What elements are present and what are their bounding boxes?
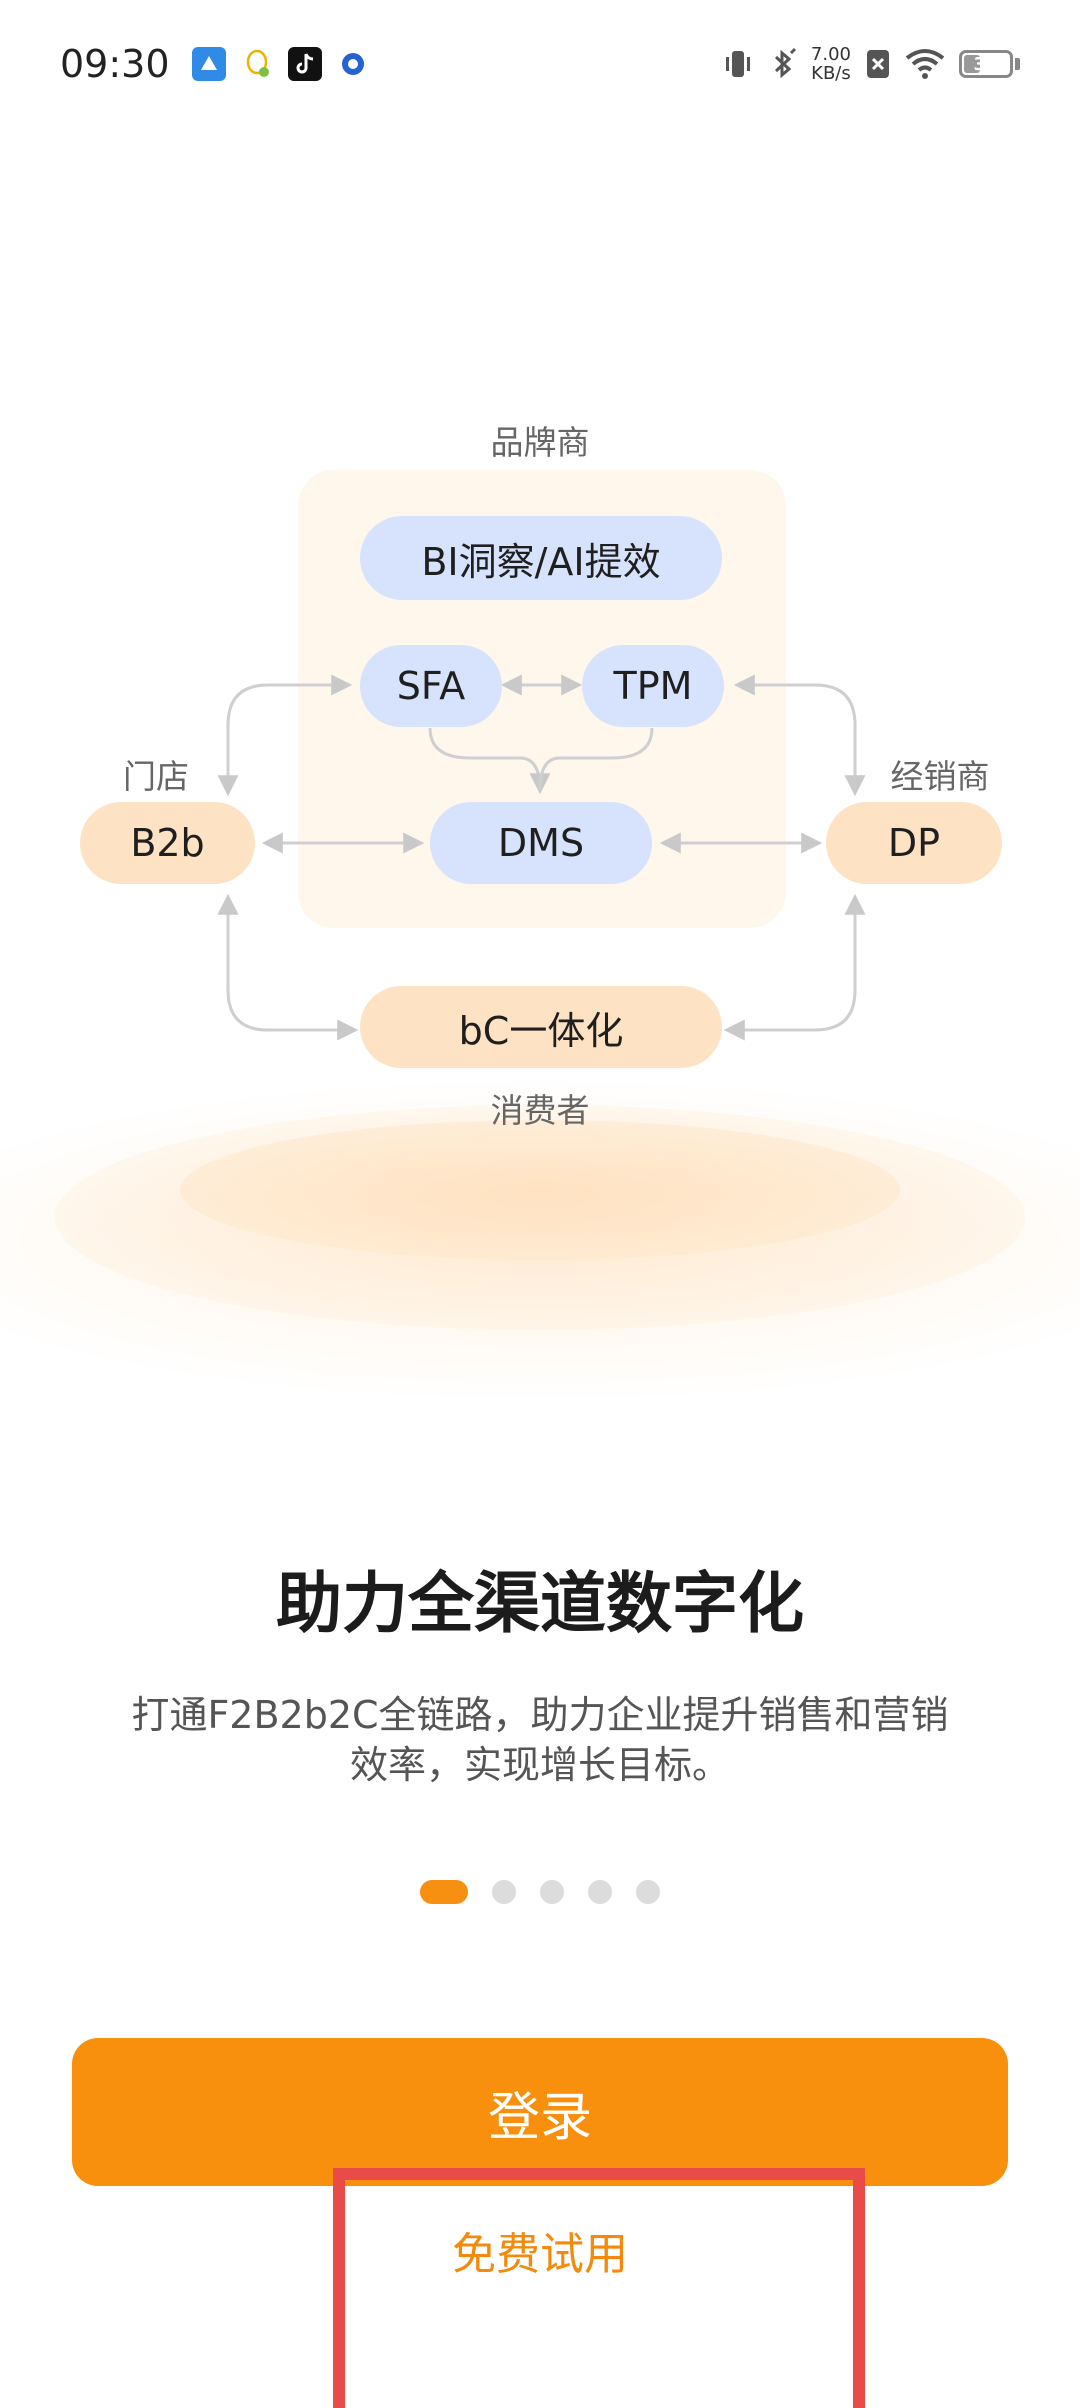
connector-sfa-dms bbox=[428, 727, 551, 795]
battery-icon: 34 bbox=[959, 50, 1013, 78]
app-icon-blue bbox=[191, 47, 226, 81]
bluetooth-icon bbox=[769, 47, 797, 81]
wifi-icon bbox=[905, 48, 945, 80]
network-speed-unit: KB/s bbox=[811, 63, 851, 84]
network-speed-value: 7.00 bbox=[810, 44, 851, 65]
status-right: 7.00 KB/s 34 bbox=[721, 45, 1020, 83]
connector-dp-bc bbox=[723, 893, 866, 1041]
node-dp: DP bbox=[826, 802, 1002, 884]
qq-icon bbox=[240, 47, 274, 81]
description-line-1: 打通F2B2b2C全链路，助力企业提升销售和营销 bbox=[131, 1693, 949, 1737]
battery-level: 34 bbox=[973, 53, 999, 75]
node-dms: DMS bbox=[430, 802, 652, 884]
status-time: 09:30 bbox=[60, 42, 170, 86]
tiktok-icon bbox=[287, 47, 322, 81]
battery-cap bbox=[1015, 58, 1020, 70]
channel-diagram: 品牌商 门店 经销商 消费者 BI洞察/AI提效 SFA TPM DMS B2b… bbox=[0, 423, 1080, 1400]
sim-off-icon bbox=[865, 48, 891, 80]
status-left: 09:30 bbox=[60, 42, 370, 86]
node-tpm: TPM bbox=[582, 645, 724, 727]
page-dot-2[interactable] bbox=[492, 1880, 516, 1904]
label-brand: 品牌商 bbox=[490, 423, 590, 462]
node-b2b: B2b bbox=[80, 802, 255, 884]
label-consumer: 消费者 bbox=[490, 1091, 590, 1130]
node-bc: bC一体化 bbox=[360, 986, 722, 1068]
vibrate-icon bbox=[721, 47, 755, 81]
node-sfa: SFA bbox=[360, 645, 502, 727]
onboarding-description: 打通F2B2b2C全链路，助力企业提升销售和营销 效率，实现增长目标。 bbox=[90, 1690, 990, 1790]
status-bar: 09:30 7.00 KB/s bbox=[0, 0, 1080, 128]
diagram-connectors bbox=[217, 674, 866, 1041]
label-store: 门店 bbox=[123, 757, 189, 796]
free-trial-link[interactable]: 免费试用 bbox=[452, 2229, 628, 2280]
page-dot-1[interactable] bbox=[420, 1880, 468, 1904]
page-dot-4[interactable] bbox=[588, 1880, 612, 1904]
page-indicator bbox=[0, 1880, 1080, 1904]
connector-b2b-bc bbox=[217, 893, 359, 1041]
onboarding-headline: 助力全渠道数字化 bbox=[276, 1565, 804, 1642]
glow-inner bbox=[180, 1120, 900, 1260]
connector-tpm-dms bbox=[538, 727, 654, 791]
node-bi: BI洞察/AI提效 bbox=[360, 516, 722, 600]
description-line-2: 效率，实现增长目标。 bbox=[349, 1743, 730, 1787]
label-dealer: 经销商 bbox=[890, 757, 990, 796]
browser-icon bbox=[336, 47, 370, 81]
network-speed: 7.00 KB/s bbox=[811, 45, 851, 83]
page-dot-5[interactable] bbox=[636, 1880, 660, 1904]
highlight-box bbox=[333, 2168, 865, 2408]
page-dot-3[interactable] bbox=[540, 1880, 564, 1904]
battery-fill bbox=[964, 55, 981, 73]
connector-dp-tpm bbox=[733, 674, 866, 797]
connector-b2b-sfa bbox=[217, 674, 353, 797]
login-button[interactable]: 登录 bbox=[72, 2038, 1008, 2186]
